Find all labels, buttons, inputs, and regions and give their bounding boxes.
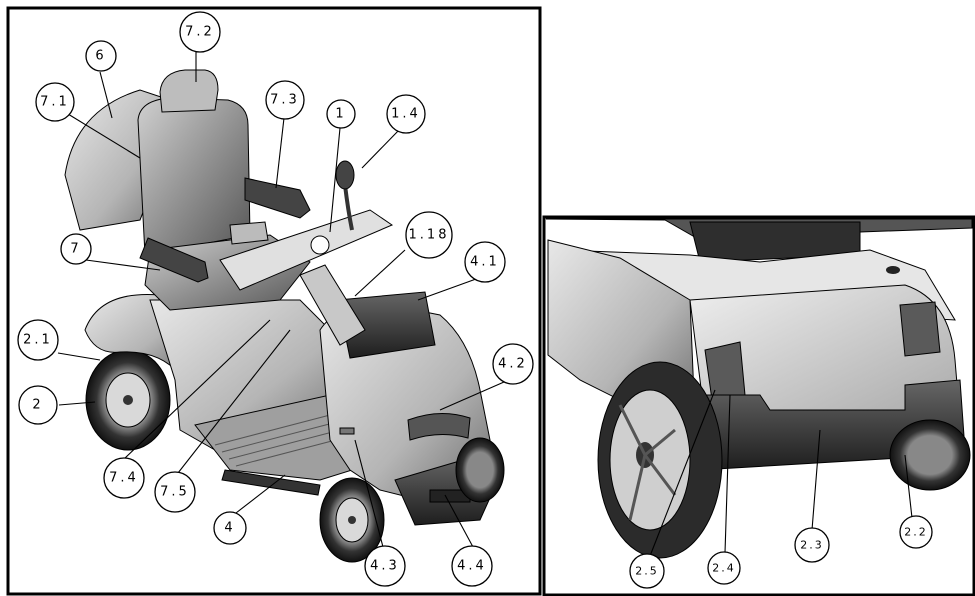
svg-text:2: 2 bbox=[32, 398, 43, 413]
headrest bbox=[159, 69, 219, 113]
callout-2-5: 2.5 bbox=[629, 553, 665, 589]
callout-7: 7 bbox=[60, 233, 92, 265]
callout-7-2: 7.2 bbox=[179, 11, 221, 53]
callout-2-2: 2.2 bbox=[899, 515, 933, 549]
svg-text:1.4: 1.4 bbox=[391, 107, 421, 122]
svg-text:7.3: 7.3 bbox=[270, 93, 300, 108]
tail-light-right bbox=[899, 301, 941, 357]
handlebar-console bbox=[219, 209, 394, 291]
svg-text:1: 1 bbox=[335, 107, 346, 122]
rear-illustration bbox=[545, 218, 973, 559]
svg-text:7.1: 7.1 bbox=[40, 95, 70, 110]
callout-2-1: 2.1 bbox=[17, 319, 59, 361]
callout-4-3: 4.3 bbox=[364, 545, 406, 587]
mirror bbox=[335, 160, 355, 190]
seat-bag bbox=[229, 221, 269, 245]
bolt-right bbox=[886, 266, 900, 274]
tiller-column bbox=[299, 264, 366, 346]
svg-text:4.1: 4.1 bbox=[470, 255, 500, 270]
svg-text:6: 6 bbox=[95, 49, 106, 64]
side-badge bbox=[339, 427, 355, 435]
floor-grip bbox=[214, 414, 352, 467]
callouts-detail: 2.5 2.4 2.3 2.2 bbox=[629, 515, 933, 589]
detail-leader-lines bbox=[649, 389, 913, 557]
callout-4: 4 bbox=[213, 511, 247, 545]
tail-light-left bbox=[704, 341, 746, 401]
scooter-illustration bbox=[64, 69, 505, 563]
callout-1: 1 bbox=[326, 99, 356, 129]
svg-text:2.5: 2.5 bbox=[635, 565, 659, 578]
right-armrest bbox=[244, 177, 311, 219]
callout-4-4: 4.4 bbox=[451, 545, 493, 587]
svg-text:2.2: 2.2 bbox=[904, 526, 928, 539]
callout-2-4: 2.4 bbox=[707, 551, 741, 585]
rear-wheel-hub bbox=[123, 395, 133, 405]
svg-text:7.2: 7.2 bbox=[185, 25, 215, 40]
rear-right-wheel bbox=[889, 419, 971, 491]
front-left-wheel-hub bbox=[348, 516, 356, 524]
callout-1-18: 1.18 bbox=[405, 211, 453, 259]
callout-2-3: 2.3 bbox=[794, 527, 830, 563]
main-view-panel: 7.2 6 7.1 7.3 1 1.4 1.18 4.1 7 2.1 4.2 2… bbox=[6, 6, 542, 596]
svg-text:4.2: 4.2 bbox=[498, 357, 528, 372]
rear-detail-panel: 2.5 2.4 2.3 2.2 bbox=[542, 215, 975, 596]
callout-4-2: 4.2 bbox=[492, 343, 534, 385]
callout-7-1: 7.1 bbox=[35, 82, 75, 122]
left-armrest bbox=[139, 237, 209, 283]
svg-text:7.4: 7.4 bbox=[109, 471, 139, 486]
svg-text:1.18: 1.18 bbox=[409, 228, 450, 243]
callout-2: 2 bbox=[18, 385, 58, 425]
svg-text:2.1: 2.1 bbox=[23, 333, 53, 348]
svg-text:7: 7 bbox=[70, 242, 81, 257]
rear-panel bbox=[689, 284, 961, 421]
front-right-wheel bbox=[455, 437, 505, 503]
callout-7-5: 7.5 bbox=[154, 471, 196, 513]
leader-lines bbox=[57, 52, 505, 548]
callout-7-4: 7.4 bbox=[103, 457, 145, 499]
side-step bbox=[221, 469, 321, 496]
headlight bbox=[407, 412, 471, 441]
callout-1-4: 1.4 bbox=[386, 94, 426, 134]
seat-back bbox=[137, 97, 251, 256]
svg-text:4: 4 bbox=[224, 521, 235, 536]
svg-text:2.4: 2.4 bbox=[712, 562, 736, 575]
console-dial bbox=[310, 235, 330, 255]
callouts-main: 7.2 6 7.1 7.3 1 1.4 1.18 4.1 7 2.1 4.2 2… bbox=[17, 11, 534, 587]
svg-text:4.4: 4.4 bbox=[457, 559, 487, 574]
callout-7-3: 7.3 bbox=[265, 80, 305, 120]
callout-6: 6 bbox=[85, 40, 117, 72]
callout-4-1: 4.1 bbox=[464, 241, 506, 283]
svg-text:7.5: 7.5 bbox=[160, 485, 190, 500]
rear-left-wheel-spokes bbox=[618, 404, 677, 521]
svg-text:4.3: 4.3 bbox=[370, 559, 400, 574]
svg-text:2.3: 2.3 bbox=[800, 539, 824, 552]
